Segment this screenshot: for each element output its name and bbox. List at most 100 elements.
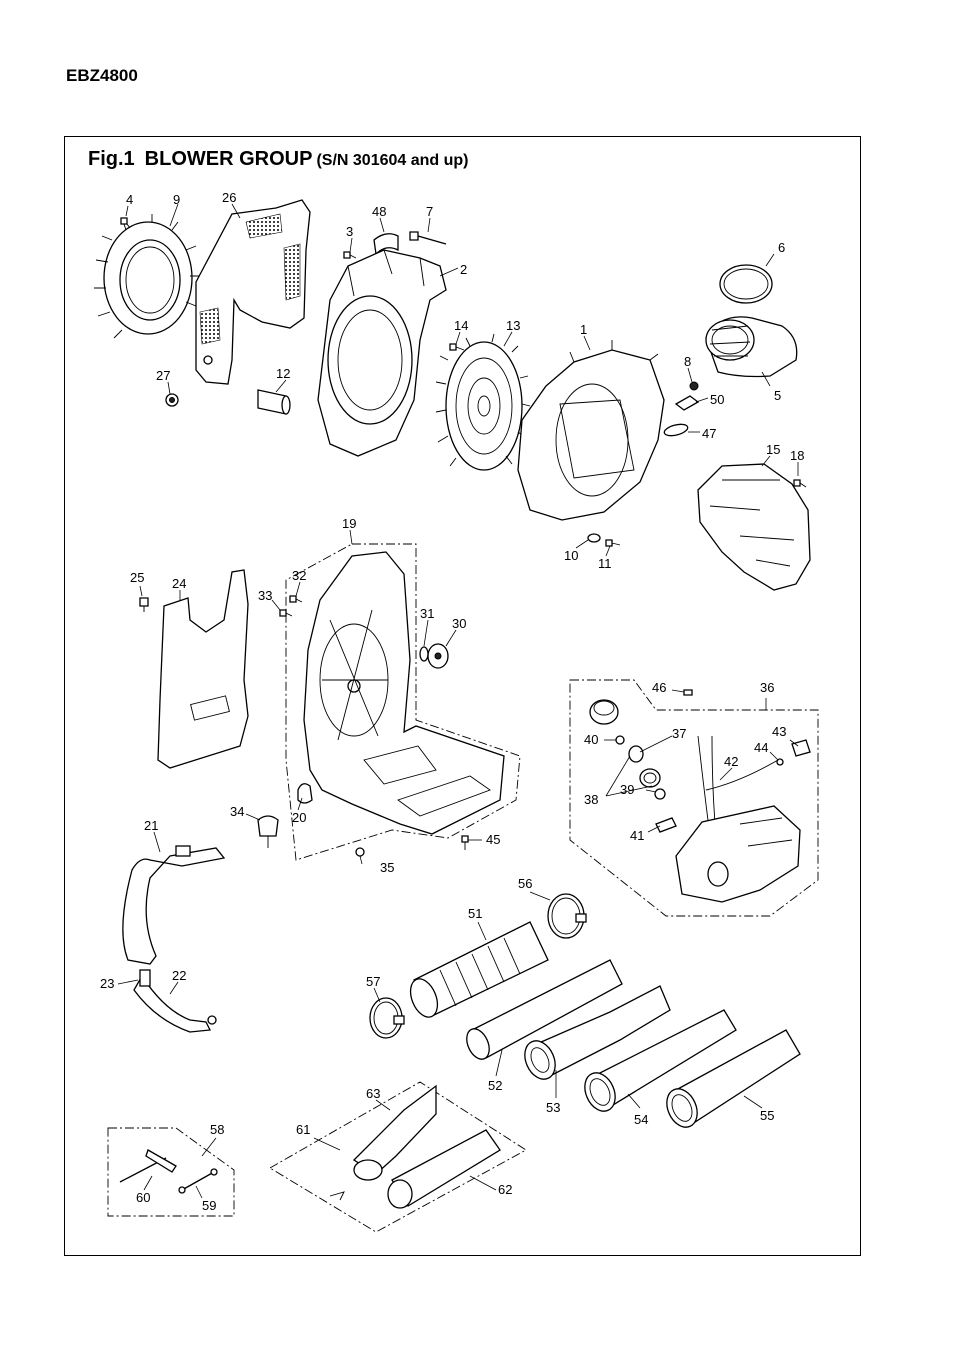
callout-4: 4 [126, 192, 133, 207]
part-32-screw [289, 595, 303, 603]
callout-48: 48 [372, 204, 386, 219]
part-55-nozzle [666, 1029, 801, 1128]
callout-45: 45 [486, 832, 500, 847]
part-46-vent [683, 689, 693, 696]
group-19-outline [285, 543, 521, 861]
callout-52: 52 [488, 1078, 502, 1093]
figure-number: Fig.1 [88, 148, 135, 170]
part-35-nut [355, 847, 365, 857]
model-number: EBZ4800 [66, 66, 138, 85]
part-27-grommet [165, 393, 179, 407]
callout-21: 21 [144, 818, 158, 833]
leader-lines [117, 203, 799, 1199]
part-43-primer [791, 739, 811, 757]
part-20-hook [297, 783, 313, 804]
part-45-screw [461, 835, 469, 850]
callout-42: 42 [724, 754, 738, 769]
callout-13: 13 [506, 318, 520, 333]
callout-8: 8 [684, 354, 691, 369]
part-26-cover [195, 199, 311, 385]
callout-55: 55 [760, 1108, 774, 1123]
callout-56: 56 [518, 876, 532, 891]
callout-39: 39 [620, 782, 634, 797]
callout-14: 14 [454, 318, 468, 333]
part-51-flex-pipe [409, 921, 549, 1018]
callout-32: 32 [292, 568, 306, 583]
part-31-washer [419, 646, 429, 662]
part-50-label [674, 395, 700, 411]
callout-51: 51 [468, 906, 482, 921]
part-11-screw [605, 539, 621, 547]
part-4-screw [120, 217, 128, 231]
part-1-volute-case [517, 340, 665, 521]
callout-7: 7 [426, 204, 433, 219]
callout-63: 63 [366, 1086, 380, 1101]
callout-20: 20 [292, 810, 306, 825]
part-12-sleeve [257, 389, 291, 415]
callout-18: 18 [790, 448, 804, 463]
callout-labels: 4 9 26 3 48 7 2 6 5 14 13 1 8 50 47 15 1… [100, 190, 804, 1213]
callout-35: 35 [380, 860, 394, 875]
callout-2: 2 [460, 262, 467, 277]
callout-12: 12 [276, 366, 290, 381]
part-19-frame [303, 551, 505, 835]
callout-53: 53 [546, 1100, 560, 1115]
part-57-clamp [369, 997, 405, 1039]
part-fuel-tank [675, 805, 801, 903]
callout-19: 19 [342, 516, 356, 531]
part-37-filter-set [628, 745, 661, 788]
part-25-screw [139, 597, 149, 612]
part-34-grommet [257, 815, 279, 848]
part-15-engine-cover [697, 463, 811, 591]
part-60-spark-plug-wrench [119, 1149, 177, 1183]
part-56-clamp [547, 893, 587, 939]
callout-33: 33 [258, 588, 272, 603]
part-47-label [663, 423, 689, 437]
callout-5: 5 [774, 388, 781, 403]
callout-10: 10 [564, 548, 578, 563]
callout-15: 15 [766, 442, 780, 457]
callout-24: 24 [172, 576, 186, 591]
part-24-back-pad [157, 569, 249, 769]
callout-62: 62 [498, 1182, 512, 1197]
callout-58: 58 [210, 1122, 224, 1137]
callout-36: 36 [760, 680, 774, 695]
figure-name: BLOWER GROUP [144, 148, 313, 170]
callout-54: 54 [634, 1112, 648, 1127]
part-14-screw [449, 343, 465, 351]
callout-23: 23 [100, 976, 114, 991]
part-52-pipe [466, 959, 623, 1060]
part-7-bolt [409, 231, 447, 245]
callout-9: 9 [173, 192, 180, 207]
callout-25: 25 [130, 570, 144, 585]
callout-60: 60 [136, 1190, 150, 1205]
part-48-label [373, 233, 399, 256]
part-63-deflector [352, 1084, 437, 1181]
callout-46: 46 [652, 680, 666, 695]
callout-59: 59 [202, 1198, 216, 1213]
part-13-fan [435, 333, 531, 471]
callout-31: 31 [420, 606, 434, 621]
callout-37: 37 [672, 726, 686, 741]
callout-61: 61 [296, 1122, 310, 1137]
callout-41: 41 [630, 828, 644, 843]
figure-serial-range: (S/N 301604 and up) [316, 152, 469, 169]
part-40-gasket [615, 735, 625, 745]
callout-27: 27 [156, 368, 170, 383]
part-fuel-cap [589, 699, 619, 725]
callout-38: 38 [584, 792, 598, 807]
part-8-nut [689, 381, 699, 391]
part-61-clip [329, 1191, 345, 1201]
part-18-screw [793, 479, 807, 488]
part-62-pipe [387, 1129, 501, 1209]
part-41-grommet [655, 817, 677, 833]
callout-22: 22 [172, 968, 186, 983]
callout-6: 6 [778, 240, 785, 255]
callout-30: 30 [452, 616, 466, 631]
callout-40: 40 [584, 732, 598, 747]
callout-3: 3 [346, 224, 353, 239]
part-59-wrench [178, 1168, 218, 1194]
part-21-harness [122, 845, 226, 1033]
part-6-o-ring [719, 264, 773, 304]
